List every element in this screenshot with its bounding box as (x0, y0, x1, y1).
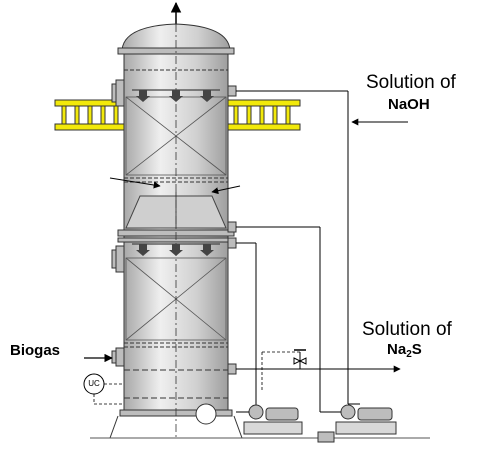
na2s-s: S (411, 341, 422, 358)
na2s-outlet-line (236, 349, 401, 390)
na2s-na: Na (387, 341, 407, 358)
controller-label: UC (88, 379, 100, 388)
biogas-label: Biogas (10, 342, 61, 359)
naoh-label-line1: Solution of (366, 72, 456, 93)
naoh-feed-line (236, 90, 360, 405)
tray-pointer-right (211, 185, 241, 195)
na2s-label-line2: Na2S (387, 341, 422, 360)
drain-box (317, 431, 335, 443)
scrubber-column (109, 23, 243, 440)
recirculation-line (236, 226, 321, 412)
naoh-label-line2: NaOH (388, 96, 430, 113)
pump-1 (236, 404, 303, 435)
na2s-label-line1: Solution of (362, 319, 452, 340)
level-controller (83, 373, 124, 405)
tray-pointer-left (109, 177, 161, 189)
na2s-subscript: 2 (406, 349, 412, 360)
pump-2 (320, 404, 397, 435)
